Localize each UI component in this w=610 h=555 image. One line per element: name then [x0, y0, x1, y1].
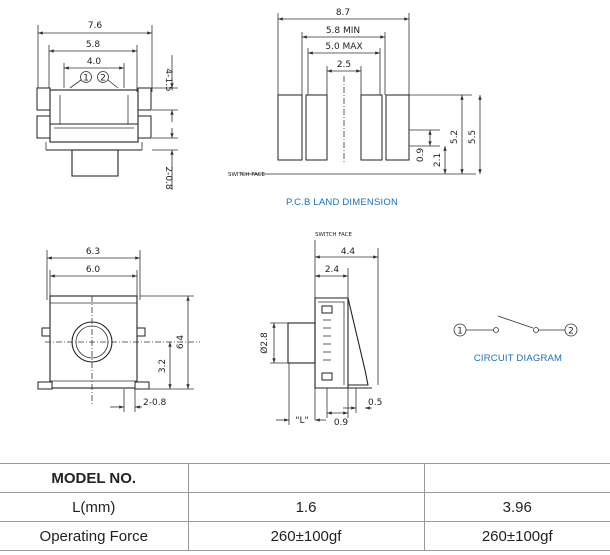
dim-8-7: 8.7	[336, 8, 350, 18]
land-pad-4	[385, 94, 410, 161]
circuit-pin1-label: 1	[457, 327, 463, 337]
dim-6-3: 6.3	[86, 247, 100, 257]
dim-2-1: 2.1	[433, 153, 443, 167]
spec-table: MODEL NO. L(mm) 1.6 3.96 Operating Force…	[0, 463, 610, 551]
dim-5-0-max: 5.0 MAX	[325, 42, 362, 52]
dim-7-6: 7.6	[88, 21, 103, 31]
side-switch-face-label: SWITCH FACE	[315, 232, 352, 238]
front-view: 6.3 6.0 6.4 3.2 2-0.8	[37, 247, 200, 412]
dim-6-0: 6.0	[86, 265, 101, 275]
table-row: Operating Force 260±100gf 260±100gf	[0, 521, 610, 551]
pin2-marker	[97, 71, 109, 83]
table-header-row: MODEL NO.	[0, 463, 610, 493]
dim-4-0: 4.0	[87, 57, 102, 67]
land-pad-2	[305, 94, 328, 161]
land-pad-3	[360, 94, 383, 161]
model-no-label: MODEL NO.	[0, 463, 188, 493]
pcb-land-view: 8.7 5.8 MIN 5.0 MAX 2.5 SWITCH FACE 0.9	[228, 8, 482, 208]
dim-4-4: 4.4	[341, 247, 356, 257]
dim-0-9: 0.9	[416, 148, 426, 163]
dim-5-2: 5.2	[450, 130, 460, 144]
model-col1	[187, 463, 424, 493]
dim-0-9-side: 0.9	[334, 418, 349, 428]
circuit-pin2-label: 2	[568, 327, 574, 337]
dim-3-2: 3.2	[158, 359, 168, 373]
switch-face-label: SWITCH FACE	[228, 172, 265, 178]
dim-5-8: 5.8	[86, 40, 101, 50]
side-view: SWITCH FACE 4.4 2.4 Ø2.8 "L"	[259, 232, 382, 428]
dim-0-5: 0.5	[368, 398, 382, 408]
dim-2-0-8-foot: 2-0.8	[143, 398, 167, 408]
pin1-marker	[80, 71, 92, 83]
model-col2	[423, 463, 610, 493]
dim-dia-2-8: Ø2.8	[259, 332, 270, 354]
row-value: 3.96	[423, 492, 610, 522]
dim-5-5: 5.5	[468, 130, 478, 144]
row-value: 260±100gf	[187, 521, 424, 551]
row-value: 260±100gf	[423, 521, 610, 551]
row-value: 1.6	[187, 492, 424, 522]
row-label: L(mm)	[0, 492, 188, 522]
dim-2-4: 2.4	[325, 265, 340, 275]
pin2-label: 2	[100, 74, 106, 84]
table-row: L(mm) 1.6 3.96	[0, 492, 610, 522]
dim-2-0-8: 2-0.8	[163, 166, 173, 190]
row-label: Operating Force	[0, 521, 188, 551]
dim-2-5: 2.5	[337, 60, 351, 70]
top-view: 7.6 5.8 4.0 1 2	[36, 21, 178, 190]
dim-4-1-5: 4-1.5	[163, 68, 173, 91]
land-pad-1	[277, 94, 303, 161]
circuit-caption: CIRCUIT DIAGRAM	[474, 353, 562, 364]
circuit-diagram: 1 2 CIRCUIT DIAGRAM	[453, 315, 578, 364]
pcb-caption: P.C.B LAND DIMENSION	[286, 197, 398, 208]
circuit-pin2	[564, 323, 578, 337]
dim-5-8-min: 5.8 MIN	[326, 26, 360, 36]
technical-drawing: 7.6 5.8 4.0 1 2	[36, 8, 578, 428]
dim-l: "L"	[295, 416, 308, 426]
dim-6-4: 6.4	[176, 335, 186, 350]
pin1-label: 1	[83, 74, 89, 84]
